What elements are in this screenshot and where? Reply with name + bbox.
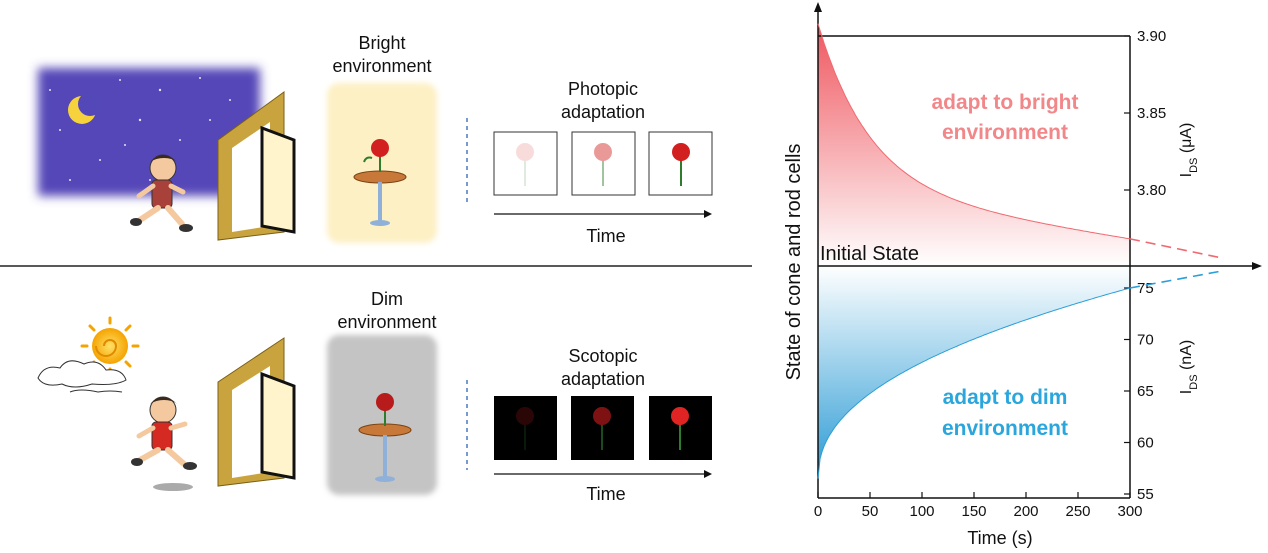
rose-on-table-icon — [358, 393, 412, 482]
x-tick-label: 200 — [1013, 503, 1038, 520]
right-top-tick-label: 3.90 — [1137, 28, 1166, 45]
right-top-tick-label: 3.85 — [1137, 105, 1166, 122]
dim-environment-box — [327, 335, 437, 495]
rose-icon — [516, 407, 534, 450]
scotopic-adaptation-label: Scotopic adaptation — [560, 346, 646, 389]
moon-icon — [68, 92, 102, 124]
time-label-top: Time — [586, 226, 626, 246]
dim-annotation-line2: environment — [942, 417, 1068, 440]
time-arrow-bottom — [494, 470, 712, 478]
right-bottom-axis-label: IDS (nA) — [1178, 340, 1200, 394]
scotopic-frame-1 — [494, 396, 557, 460]
illustration-panel — [0, 68, 752, 495]
time-label-bottom: Time — [586, 484, 626, 504]
running-boy-icon — [131, 396, 197, 491]
x-tick-label: 50 — [862, 503, 879, 520]
photopic-adaptation-label: Photopic adaptation — [560, 79, 646, 122]
dim-curve — [817, 287, 1131, 479]
dim-area — [818, 266, 1130, 479]
right-bottom-tick-label: 55 — [1137, 486, 1154, 503]
photopic-frame-2 — [571, 131, 636, 196]
right-bottom-tick-label: 65 — [1137, 383, 1154, 400]
bright-environment-box — [327, 83, 437, 243]
bright-annotation-line1: adapt to bright — [932, 91, 1079, 114]
x-tick-label: 0 — [814, 503, 822, 520]
right-bottom-tick-label: 75 — [1137, 280, 1154, 297]
running-boy-icon — [130, 154, 193, 232]
right-top-axis-label: IDS (μA) — [1178, 123, 1200, 178]
x-axis-label: Time (s) — [967, 528, 1032, 548]
y-axis-arrow — [814, 2, 822, 12]
scotopic-frames — [494, 396, 712, 460]
cloud-icon — [37, 360, 127, 393]
right-bottom-tick-label: 70 — [1137, 332, 1154, 349]
photopic-frame-1 — [493, 131, 558, 196]
door-icon — [217, 91, 296, 241]
photopic-frames — [493, 131, 713, 196]
bright-area — [818, 23, 1130, 267]
right-bottom-tick-label: 60 — [1137, 435, 1154, 452]
right-top-tick-label: 3.80 — [1137, 182, 1166, 199]
bright-environment-label: Bright environment — [332, 33, 432, 76]
dim-environment-label: Dim environment — [337, 289, 437, 332]
initial-state-arrow — [1252, 262, 1262, 270]
rose-icon — [672, 143, 690, 186]
rose-icon — [516, 143, 534, 186]
bright-extrapolation — [1129, 238, 1223, 259]
y-axis-label: State of cone and rod cells — [783, 144, 805, 381]
sun-icon — [80, 316, 140, 376]
x-tick-label: 100 — [909, 503, 934, 520]
bright-curve — [817, 23, 1131, 240]
time-arrow-top — [494, 210, 712, 218]
rose-icon — [671, 407, 689, 450]
rose-icon — [593, 407, 611, 450]
bright-annotation-line2: environment — [942, 121, 1068, 144]
x-tick-label: 150 — [961, 503, 986, 520]
door-icon — [217, 337, 296, 487]
rose-icon — [594, 143, 612, 186]
dim-annotation-line1: adapt to dim — [943, 386, 1068, 409]
initial-state-label: Initial State — [820, 243, 919, 265]
x-tick-label: 300 — [1117, 503, 1142, 520]
rose-on-table-icon — [353, 139, 407, 226]
x-tick-label: 250 — [1065, 503, 1090, 520]
